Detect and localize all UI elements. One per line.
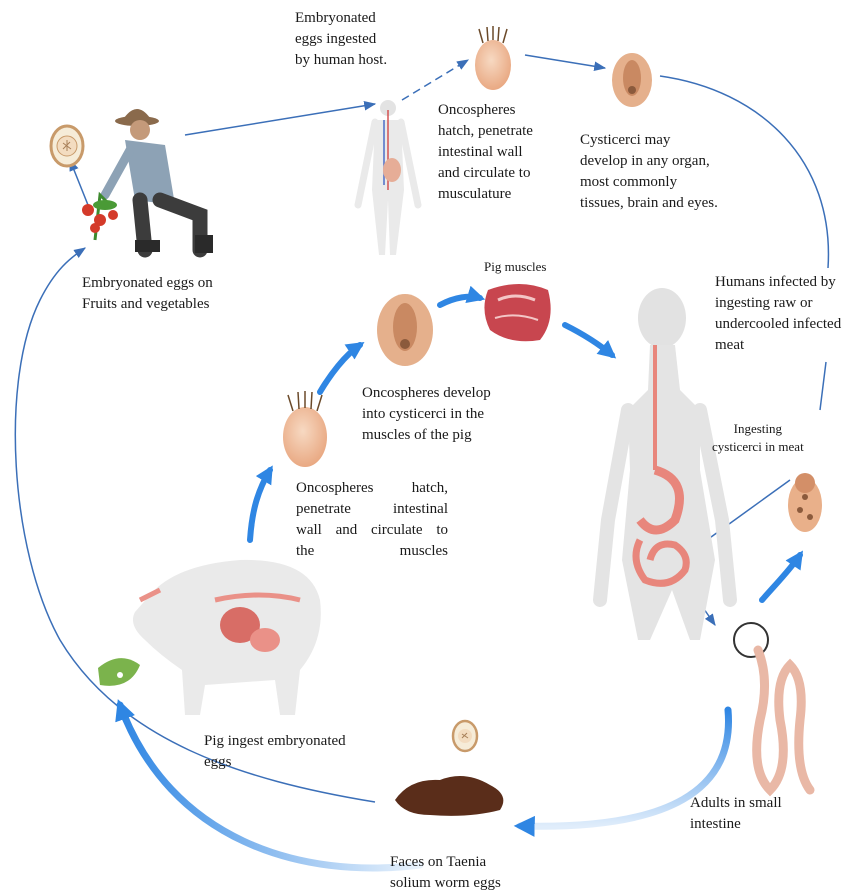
thick-arrow-meat-to-human [565, 325, 612, 355]
cysticercus-icon-meat [788, 473, 822, 532]
label-cysticerci-develop: Cysticerci may develop in any organ, mos… [580, 130, 718, 214]
label-eggs-on-fruits: Embryonated eggs on Fruits and vegetable… [82, 273, 213, 315]
thick-arrow-pig-up [250, 470, 270, 540]
egg-icon-bottom [453, 721, 477, 751]
pig-icon [133, 560, 321, 715]
thick-arrow-to-cyst [320, 345, 360, 392]
arrow-right-line [820, 362, 826, 410]
thick-arrow-to-meat [440, 297, 480, 305]
woman-body-icon [600, 288, 730, 640]
cysticercus-icon-top [612, 53, 652, 107]
label-pig-muscles: Pig muscles [484, 258, 546, 276]
arrow-human-to-oncosphere [402, 60, 468, 100]
oncosphere-icon-pig [283, 391, 327, 467]
label-oncospheres-hatch-human: Oncospheres hatch, penetrate intestinal … [438, 100, 533, 205]
human-body-icon [358, 100, 418, 255]
label-oncospheres-hatch-pig: Oncospheres hatch, penetrate intestinal … [296, 478, 448, 562]
arrow-farmer-to-egg [70, 160, 90, 210]
label-ingesting-cysticerci: Ingesting cysticerci in meat [712, 420, 804, 456]
tapeworm-icon [734, 623, 810, 790]
label-eggs-ingested: Embryonated eggs ingested by human host. [295, 8, 387, 71]
oncosphere-icon-top [475, 26, 511, 90]
thick-arrow-bottom-left [120, 705, 420, 868]
cysticercus-icon-pig [377, 294, 433, 366]
faeces-icon [395, 776, 503, 816]
leaf-icon [98, 658, 140, 686]
pig-meat-icon [484, 284, 550, 341]
arrow-farmer-to-human [185, 104, 375, 135]
egg-icon-top-left [51, 126, 83, 166]
arrow-oncosphere-to-cysticercus [525, 55, 605, 68]
label-humans-infected: Humans infected by ingesting raw or unde… [715, 272, 841, 356]
label-adults-small-intestine: Adults in small intestine [690, 793, 782, 835]
label-pig-ingest: Pig ingest embryonated eggs [204, 731, 346, 773]
label-faeces: Faces on Taenia solium worm eggs [390, 852, 501, 894]
thick-arrow-worm-up [762, 555, 800, 600]
farmer-icon [82, 109, 213, 253]
label-oncospheres-develop-pig: Oncospheres develop into cysticerci in t… [362, 383, 491, 446]
